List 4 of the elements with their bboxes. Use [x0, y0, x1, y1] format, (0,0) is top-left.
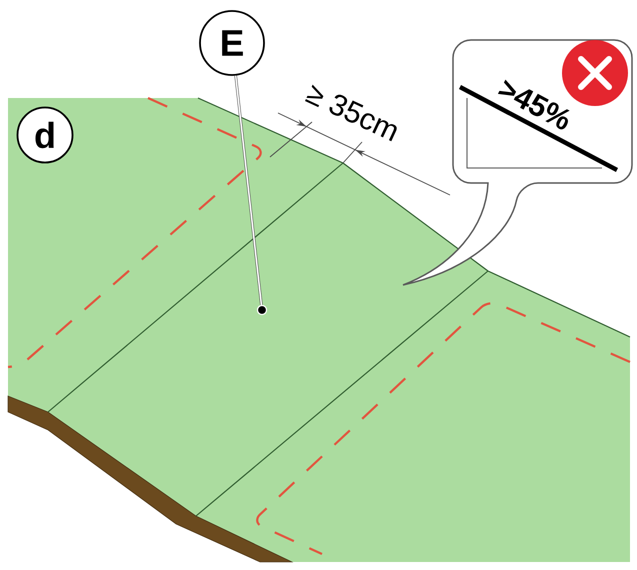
leader-line [234, 76, 263, 306]
node-label: >45% [498, 80, 570, 130]
dimension-label: ≥ 35cm [305, 84, 397, 142]
marker-dot [256, 304, 268, 316]
